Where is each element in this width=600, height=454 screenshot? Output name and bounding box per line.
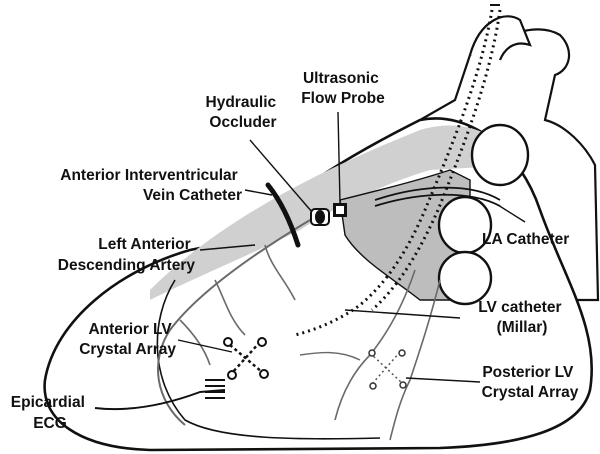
label-la-catheter: LA Catheter bbox=[482, 231, 569, 248]
leader-lad bbox=[199, 244, 256, 251]
leader-posterior-crystal bbox=[405, 377, 481, 383]
la-catheter-line bbox=[374, 186, 501, 201]
label-lv-catheter: LV catheter (Millar) bbox=[478, 299, 566, 336]
la-catheter-line-2 bbox=[374, 193, 501, 207]
posterior-crystal-array bbox=[368, 349, 407, 390]
pulmonary-vein-upper bbox=[470, 123, 530, 187]
shaded-anterior-region bbox=[150, 125, 520, 300]
epicardial-ecg-wire bbox=[94, 389, 226, 411]
lad-branch-3 bbox=[179, 319, 211, 366]
leader-anterior-crystal bbox=[177, 339, 233, 353]
leader-la-catheter bbox=[497, 204, 526, 223]
label-lad-artery: Left Anterior Descending Artery bbox=[58, 236, 196, 274]
lv-catheter-line bbox=[294, 9, 494, 337]
lad-branch-1 bbox=[264, 244, 296, 301]
label-hydraulic-occluder: Hydraulic Occluder bbox=[206, 94, 281, 131]
label-epicardial-ecg: Epicardial ECG bbox=[11, 394, 89, 432]
label-anterior-iv-vein-catheter: Anterior Interventricular Vein Catheter bbox=[60, 167, 242, 204]
leader-hydraulic bbox=[249, 139, 313, 213]
ecg-electrode bbox=[205, 379, 225, 399]
aorta-arch bbox=[468, 15, 532, 61]
leader-lv-catheter bbox=[344, 309, 461, 319]
lad-artery bbox=[157, 219, 311, 426]
leader-flow-probe bbox=[337, 111, 341, 204]
lad-branch-2 bbox=[214, 279, 246, 336]
inner-contour bbox=[156, 279, 381, 440]
ultrasonic-flow-probe-device bbox=[333, 203, 347, 217]
leader-iv-vein bbox=[244, 189, 273, 196]
label-ultrasonic-flow-probe: Ultrasonic Flow Probe bbox=[301, 70, 385, 107]
hydraulic-occluder-device bbox=[310, 208, 330, 226]
label-anterior-lv-crystal-array: Anterior LV Crystal Array bbox=[79, 321, 176, 358]
pulmonary-vein-lower bbox=[437, 250, 493, 306]
posterior-branch-3 bbox=[299, 351, 361, 361]
posterior-branch-2 bbox=[389, 279, 441, 441]
iv-vein-catheter bbox=[265, 182, 301, 248]
label-posterior-lv-crystal-array: Posterior LV Crystal Array bbox=[482, 364, 579, 401]
anterior-crystal-array bbox=[223, 337, 269, 380]
